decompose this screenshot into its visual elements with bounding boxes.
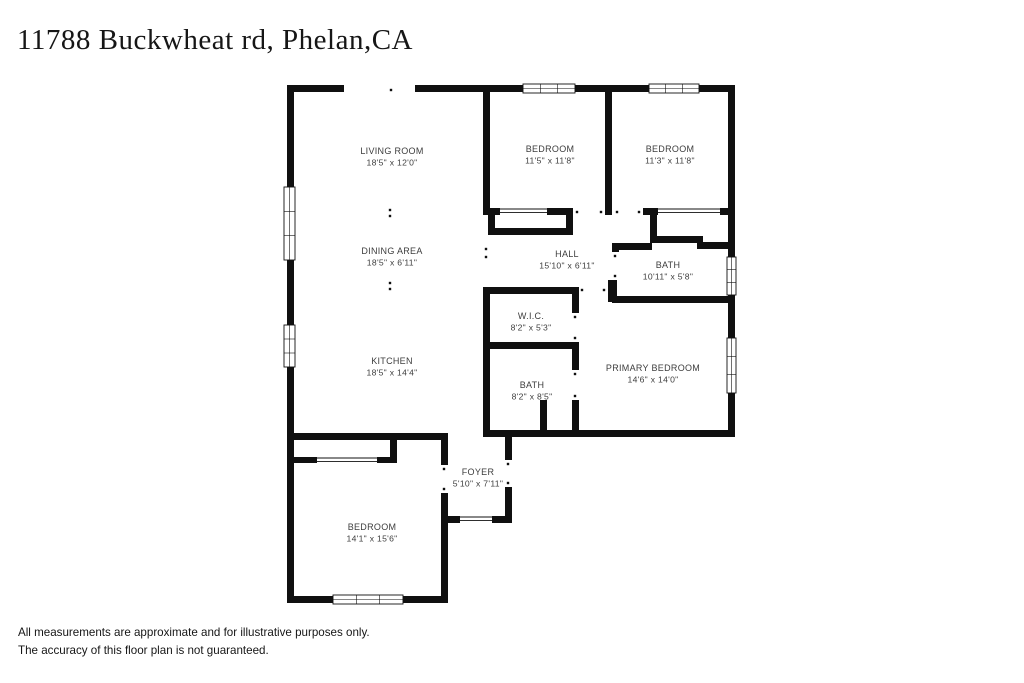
room-label: HALL 15'10" x 6'11" — [539, 249, 594, 271]
room-label: W.I.C. 8'2" x 5'3" — [511, 311, 552, 333]
room-label: BEDROOM 11'5" x 11'8" — [525, 144, 575, 166]
svg-text:8'2" x 5'3": 8'2" x 5'3" — [511, 323, 552, 333]
svg-text:LIVING ROOM: LIVING ROOM — [360, 146, 423, 156]
svg-text:15'10" x 6'11": 15'10" x 6'11" — [539, 261, 594, 271]
svg-text:PRIMARY BEDROOM: PRIMARY BEDROOM — [606, 363, 700, 373]
svg-text:FOYER: FOYER — [462, 467, 495, 477]
svg-text:8'2" x 8'5": 8'2" x 8'5" — [512, 392, 553, 402]
svg-text:18'5" x 12'0": 18'5" x 12'0" — [366, 158, 417, 168]
disclaimer-text: All measurements are approximate and for… — [18, 624, 370, 660]
room-label: BATH 8'2" x 8'5" — [512, 380, 553, 402]
svg-text:HALL: HALL — [555, 249, 579, 259]
svg-text:DINING AREA: DINING AREA — [361, 246, 422, 256]
svg-text:BATH: BATH — [656, 260, 681, 270]
room-label: LIVING ROOM 18'5" x 12'0" — [360, 146, 423, 168]
svg-text:10'11" x 5'8": 10'11" x 5'8" — [643, 272, 693, 282]
svg-text:BEDROOM: BEDROOM — [646, 144, 695, 154]
room-labels-layer: LIVING ROOM 18'5" x 12'0" BEDROOM 11'5" x 1… — [346, 144, 700, 544]
windows-layer — [283, 83, 737, 605]
svg-text:11'5" x 11'8": 11'5" x 11'8" — [525, 156, 575, 166]
svg-text:BEDROOM: BEDROOM — [348, 522, 397, 532]
room-label: BATH 10'11" x 5'8" — [643, 260, 693, 282]
room-label: KITCHEN 18'5" x 14'4" — [366, 356, 417, 378]
svg-text:KITCHEN: KITCHEN — [371, 356, 413, 366]
svg-text:18'5" x 6'11": 18'5" x 6'11" — [367, 258, 417, 268]
room-label: FOYER 5'10" x 7'11" — [453, 467, 503, 489]
svg-text:18'5" x 14'4": 18'5" x 14'4" — [366, 368, 417, 378]
door-marker-dots — [388, 88, 641, 491]
svg-text:BEDROOM: BEDROOM — [526, 144, 575, 154]
svg-text:BATH: BATH — [520, 380, 545, 390]
room-label: DINING AREA 18'5" x 6'11" — [361, 246, 422, 268]
disclaimer-line-1: All measurements are approximate and for… — [18, 626, 370, 639]
room-label: BEDROOM 11'3" x 11'8" — [645, 144, 695, 166]
sliding-doors-layer — [317, 208, 720, 521]
svg-text:11'3" x 11'8": 11'3" x 11'8" — [645, 156, 695, 166]
disclaimer-line-2: The accuracy of this floor plan is not g… — [18, 643, 269, 657]
svg-text:14'6" x 14'0": 14'6" x 14'0" — [627, 375, 678, 385]
room-label: PRIMARY BEDROOM 14'6" x 14'0" — [606, 363, 700, 385]
page-title: 11788 Buckwheat rd, Phelan,CA — [17, 24, 414, 56]
walls-layer — [287, 85, 735, 603]
svg-text:5'10" x 7'11": 5'10" x 7'11" — [453, 479, 503, 489]
svg-text:W.I.C.: W.I.C. — [518, 311, 544, 321]
room-label: BEDROOM 14'1" x 15'6" — [346, 522, 397, 544]
svg-text:14'1" x 15'6": 14'1" x 15'6" — [346, 534, 397, 544]
